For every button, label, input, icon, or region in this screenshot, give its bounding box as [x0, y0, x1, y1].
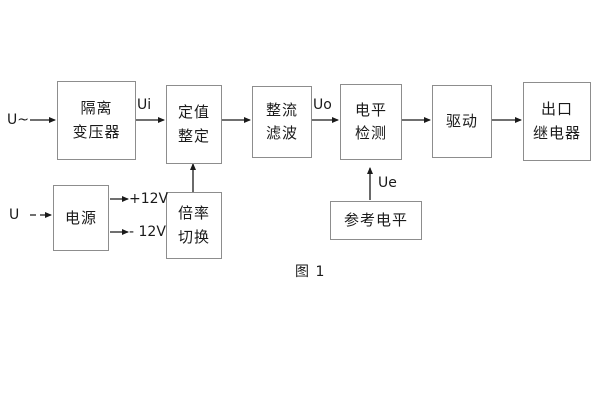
block-line: 电源: [64, 208, 97, 227]
block-line: 电平: [354, 100, 387, 119]
block-rectify-filter[interactable]: 整流 滤波: [252, 86, 312, 158]
label-dc-input: U: [9, 207, 20, 223]
block-line: 定值: [177, 103, 210, 122]
block-line: 检测: [354, 124, 387, 142]
block-line: 继电器: [532, 123, 581, 142]
label-rail-positive: +12V: [129, 191, 169, 207]
label-uo: Uo: [313, 97, 332, 113]
block-line: 倍率: [177, 204, 210, 223]
block-output-relay[interactable]: 出口 继电器: [523, 82, 591, 161]
block-power-supply[interactable]: 电源: [53, 185, 109, 251]
label-ue: Ue: [378, 175, 397, 191]
block-drive[interactable]: 驱动: [432, 85, 492, 158]
block-line: 整定: [177, 126, 210, 145]
block-line: 整流: [265, 100, 298, 119]
block-multiplier-switch[interactable]: 倍率 切换: [166, 192, 222, 259]
label-rail-negative: - 12V: [129, 224, 166, 240]
block-level-detection[interactable]: 电平 检测: [340, 84, 402, 160]
block-line: 变压器: [72, 122, 121, 141]
block-line: 参考电平: [343, 211, 408, 229]
block-isolation-transformer[interactable]: 隔离 变压器: [57, 81, 136, 160]
figure-caption: 图 1: [295, 264, 326, 280]
block-line: 隔离: [80, 99, 113, 118]
label-ui: Ui: [137, 97, 152, 113]
block-line: 驱动: [445, 112, 478, 130]
block-line: 切换: [177, 227, 210, 246]
block-reference-level[interactable]: 参考电平: [330, 201, 422, 240]
label-ac-input: U~: [7, 112, 29, 128]
block-line: 出口: [540, 100, 573, 119]
block-line: 滤波: [265, 124, 298, 142]
block-setting-value[interactable]: 定值 整定: [166, 85, 222, 164]
